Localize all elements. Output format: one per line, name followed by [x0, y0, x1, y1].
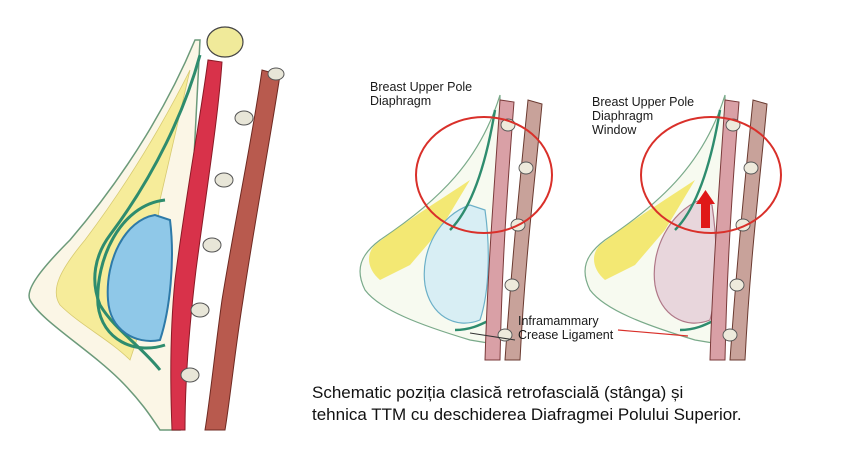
- label-breast-upper-pole-diaphragm: Breast Upper Pole Diaphragm: [370, 80, 473, 108]
- rib-cage-muscle: [204, 69, 281, 431]
- right-panel-ttm-window: [584, 94, 782, 361]
- diaphragm-window-circle-right: [640, 116, 782, 234]
- superficial-fascia: [93, 54, 202, 371]
- clavicle: [206, 26, 244, 58]
- diaphragm-circle-middle: [415, 116, 553, 234]
- implant-middle: [423, 204, 489, 324]
- ribs-right: [729, 99, 768, 361]
- ligament-red-pointer: [617, 329, 689, 337]
- label-inframammary-crease-ligament: Inframammary Crease Ligament: [518, 314, 614, 342]
- muscle-middle: [484, 99, 515, 361]
- muscle-right: [709, 99, 740, 361]
- implant-capsule: [96, 198, 166, 350]
- upward-arrow-icon: [696, 190, 715, 228]
- breast-implant: [106, 213, 173, 342]
- figure-caption: Schematic poziția clasică retrofascială …: [312, 383, 742, 424]
- rib-sections-left: [180, 67, 285, 383]
- middle-panel-classic-diaphragm: [359, 94, 553, 361]
- label-breast-upper-pole-diaphragm-window: Breast Upper Pole Diaphragm Window: [592, 95, 695, 137]
- pectoralis-major-muscle: [170, 59, 223, 431]
- fat-layer-middle: [368, 180, 470, 280]
- ribs-middle: [504, 99, 543, 361]
- left-panel-retrofascial-implant: [28, 26, 285, 431]
- fat-layer-right: [593, 180, 695, 280]
- ligament-pointer-line: [469, 332, 516, 341]
- rib-sections-middle: [497, 118, 534, 342]
